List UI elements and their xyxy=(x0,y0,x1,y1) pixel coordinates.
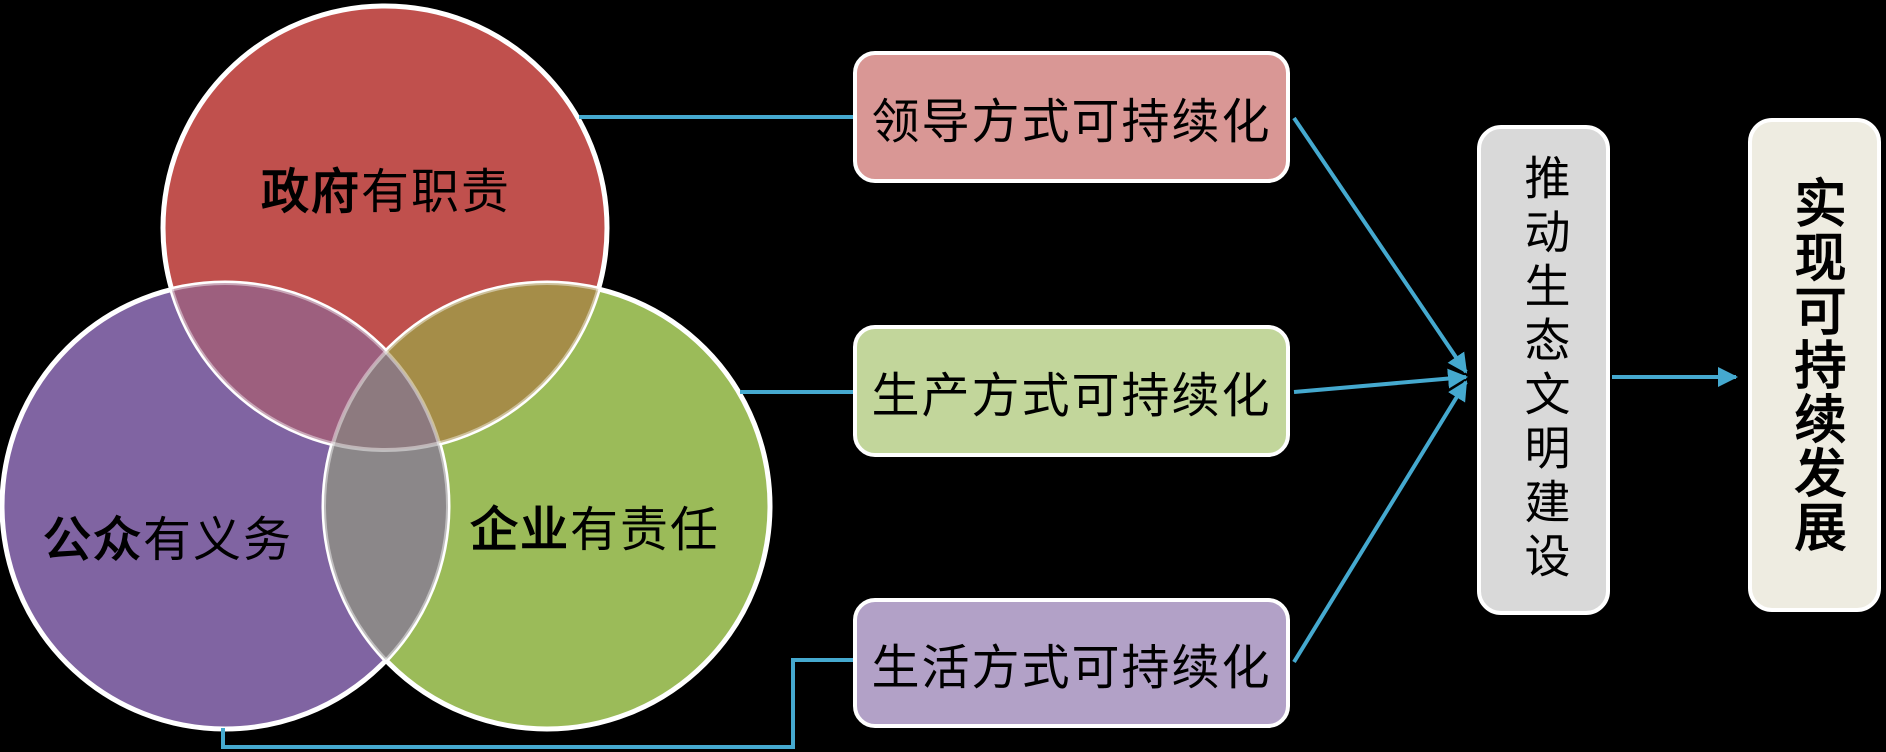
overlap-government-public xyxy=(163,283,448,450)
lifestyle-pill: 生活方式可持续化 xyxy=(853,598,1290,728)
government-circle-label: 政府有职责 xyxy=(146,152,626,222)
arrow-leadership-to-hub xyxy=(1292,116,1468,374)
government-label-bold: 政府 xyxy=(260,166,361,219)
overlap-government-enterprise xyxy=(324,283,607,450)
government-label-rest: 有职责 xyxy=(361,166,512,219)
leadership-pill-label: 领导方式可持续化 xyxy=(871,96,1272,149)
public-label-bold: 公众 xyxy=(42,514,143,567)
arrow-lifestyle-to-hub xyxy=(1292,380,1468,664)
lifestyle-pill-label: 生活方式可持续化 xyxy=(871,642,1272,695)
hub-box-label: 推动生态文明建设 xyxy=(1518,154,1570,586)
goal-box-label: 实现可持续发展 xyxy=(1786,176,1843,554)
leadership-pill: 领导方式可持续化 xyxy=(853,51,1290,183)
line-public-to-lifestyle xyxy=(221,658,853,749)
arrow-production-to-hub xyxy=(1293,368,1468,394)
connector-lines xyxy=(221,115,1738,749)
enterprise-label-bold: 企业 xyxy=(469,504,570,557)
enterprise-label-rest: 有责任 xyxy=(570,504,721,557)
public-circle-label: 公众有义务 xyxy=(0,500,336,570)
hub-box: 推动生态文明建设 xyxy=(1477,125,1610,615)
enterprise-circle-label: 企业有责任 xyxy=(425,490,765,560)
production-pill-label: 生产方式可持续化 xyxy=(871,370,1272,423)
public-label-rest: 有义务 xyxy=(143,514,294,567)
goal-box: 实现可持续发展 xyxy=(1748,118,1881,612)
production-pill: 生产方式可持续化 xyxy=(853,325,1290,457)
